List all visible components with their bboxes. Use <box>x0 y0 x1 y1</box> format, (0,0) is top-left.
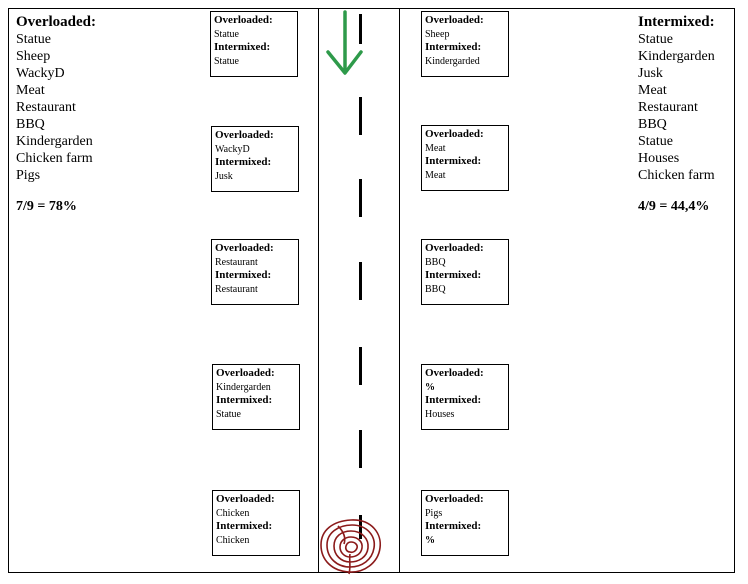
intermixed-value: Jusk <box>215 170 233 182</box>
overloaded-value: % <box>425 381 435 393</box>
scribble-circle-icon <box>320 519 381 575</box>
overloaded-label: Overloaded: <box>425 14 484 26</box>
road-dash <box>359 97 362 135</box>
intermixed-value: BBQ <box>425 283 446 295</box>
overloaded-value: Kindergarden <box>216 381 271 393</box>
intermixed-value: Statue <box>216 408 241 420</box>
road-dash <box>359 430 362 468</box>
observation-box: Overloaded: Statue Intermixed: Statue <box>210 11 298 77</box>
observation-box: Overloaded: Pigs Intermixed: % <box>421 490 509 556</box>
intermixed-value: % <box>425 534 435 546</box>
intermixed-value: Chicken <box>216 534 250 546</box>
intermixed-summary: Intermixed: Statue Kindergarden Jusk Mea… <box>638 14 715 215</box>
overloaded-value: BBQ <box>425 256 446 268</box>
overloaded-value: WackyD <box>215 143 250 155</box>
road-dash <box>359 262 362 300</box>
summary-item: Kindergarden <box>16 134 93 149</box>
summary-item: Jusk <box>638 66 663 81</box>
road-dash <box>359 347 362 385</box>
summary-item: Statue <box>638 134 673 149</box>
observation-box: Overloaded: Chicken Intermixed: Chicken <box>212 490 300 556</box>
summary-item: WackyD <box>16 66 65 81</box>
intermixed-value: Meat <box>425 169 446 181</box>
overloaded-value: Restaurant <box>215 256 258 268</box>
summary-item: BBQ <box>638 117 667 132</box>
intermixed-label: Intermixed: <box>214 41 271 53</box>
summary-item: Sheep <box>16 49 51 64</box>
intermixed-label: Intermixed: <box>215 156 272 168</box>
overloaded-label: Overloaded: <box>425 493 484 505</box>
road-edge-left <box>318 8 319 573</box>
summary-item: Meat <box>638 83 667 98</box>
overloaded-value: Statue <box>214 28 239 40</box>
observation-box: Overloaded: Sheep Intermixed: Kindergard… <box>421 11 509 77</box>
overloaded-label: Overloaded: <box>214 14 273 26</box>
diagram-frame <box>8 8 735 573</box>
intermixed-label: Intermixed: <box>216 520 273 532</box>
intermixed-label: Intermixed: <box>425 394 482 406</box>
intermixed-label: Intermixed: <box>425 520 482 532</box>
overloaded-value: Meat <box>425 142 446 154</box>
summary-result: 4/9 = 44,4% <box>638 199 710 214</box>
intermixed-label: Intermixed: <box>216 394 273 406</box>
intermixed-value: Statue <box>214 55 239 67</box>
intermixed-label: Intermixed: <box>425 41 482 53</box>
observation-box: Overloaded: Kindergarden Intermixed: Sta… <box>212 364 300 430</box>
overloaded-label: Overloaded: <box>425 242 484 254</box>
summary-item: Kindergarden <box>638 49 715 64</box>
observation-box: Overloaded: Restaurant Intermixed: Resta… <box>211 239 299 305</box>
observation-box: Overloaded: % Intermixed: Houses <box>421 364 509 430</box>
overloaded-summary: Overloaded: Statue Sheep WackyD Meat Res… <box>16 14 96 215</box>
summary-item: BBQ <box>16 117 45 132</box>
summary-item: Meat <box>16 83 45 98</box>
overloaded-label: Overloaded: <box>215 129 274 141</box>
road-dash <box>359 179 362 217</box>
summary-title: Intermixed: <box>638 14 715 30</box>
intermixed-label: Intermixed: <box>425 269 482 281</box>
summary-item: Restaurant <box>638 100 698 115</box>
observation-box: Overloaded: Meat Intermixed: Meat <box>421 125 509 191</box>
intermixed-label: Intermixed: <box>425 155 482 167</box>
overloaded-label: Overloaded: <box>216 493 275 505</box>
intermixed-value: Restaurant <box>215 283 258 295</box>
observation-box: Overloaded: BBQ Intermixed: BBQ <box>421 239 509 305</box>
summary-item: Pigs <box>16 168 41 183</box>
summary-item: Chicken farm <box>16 151 93 166</box>
observation-box: Overloaded: WackyD Intermixed: Jusk <box>211 126 299 192</box>
summary-title: Overloaded: <box>16 14 96 30</box>
summary-item: Chicken farm <box>638 168 715 183</box>
overloaded-label: Overloaded: <box>215 242 274 254</box>
road-dash <box>359 14 362 44</box>
summary-item: Houses <box>638 151 680 166</box>
overloaded-value: Chicken <box>216 507 250 519</box>
summary-item: Statue <box>16 32 51 47</box>
overloaded-label: Overloaded: <box>425 128 484 140</box>
overloaded-value: Pigs <box>425 507 443 519</box>
intermixed-value: Houses <box>425 408 455 420</box>
overloaded-label: Overloaded: <box>216 367 275 379</box>
arrow-down-icon <box>326 10 363 75</box>
intermixed-label: Intermixed: <box>215 269 272 281</box>
intermixed-value: Kindergarded <box>425 55 480 67</box>
overloaded-value: Sheep <box>425 28 450 40</box>
overloaded-label: Overloaded: <box>425 367 484 379</box>
road-edge-right <box>399 8 400 573</box>
summary-result: 7/9 = 78% <box>16 199 77 214</box>
summary-item: Statue <box>638 32 673 47</box>
summary-item: Restaurant <box>16 100 76 115</box>
